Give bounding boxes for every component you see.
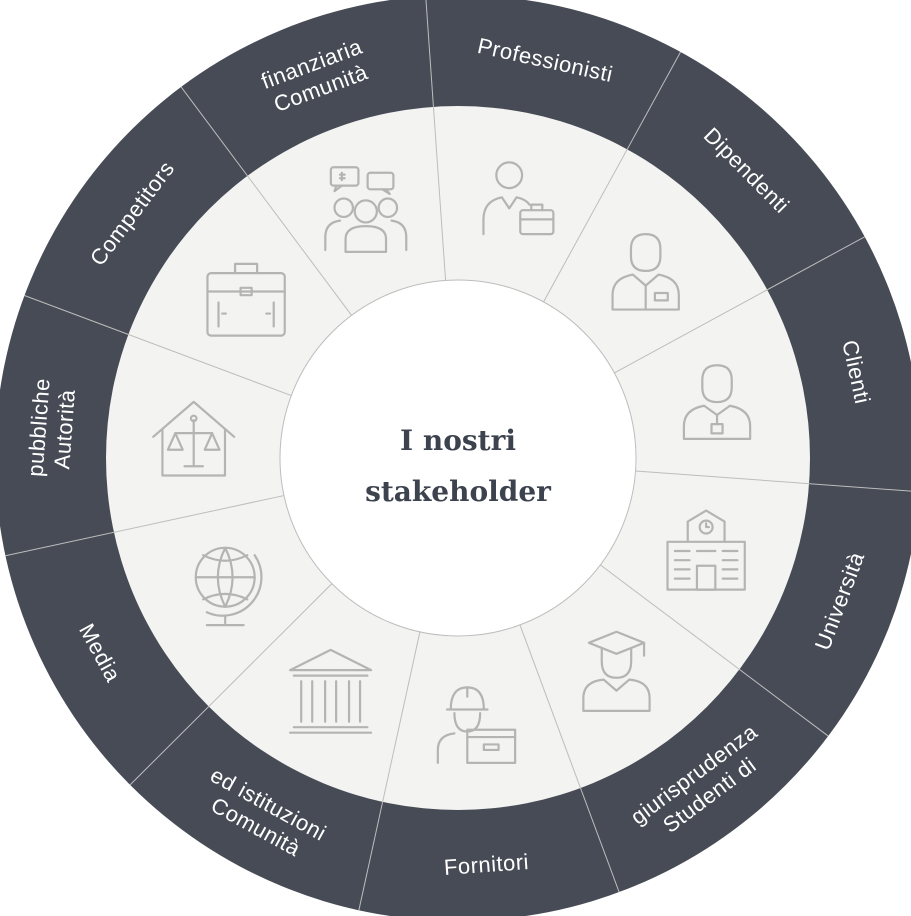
segment-divider xyxy=(129,583,333,786)
segment-divider xyxy=(543,51,681,303)
segment-label: Fornitori xyxy=(443,849,530,880)
segment-divider xyxy=(519,624,620,893)
segment-label-line: Autorità xyxy=(49,388,80,470)
segment-divider xyxy=(614,236,865,374)
segment-divider xyxy=(180,86,352,316)
segment-divider xyxy=(600,564,829,737)
center-disc xyxy=(279,279,637,637)
segment-divider xyxy=(24,295,292,396)
segment-divider xyxy=(425,0,447,281)
segment-divider xyxy=(358,631,421,911)
segment-divider xyxy=(635,470,911,492)
center-title-line1: I nostri xyxy=(400,424,516,457)
center-title-line2: stakeholder xyxy=(365,475,552,508)
segment-divider xyxy=(5,495,285,557)
segment-label-line: Fornitori xyxy=(443,849,530,880)
